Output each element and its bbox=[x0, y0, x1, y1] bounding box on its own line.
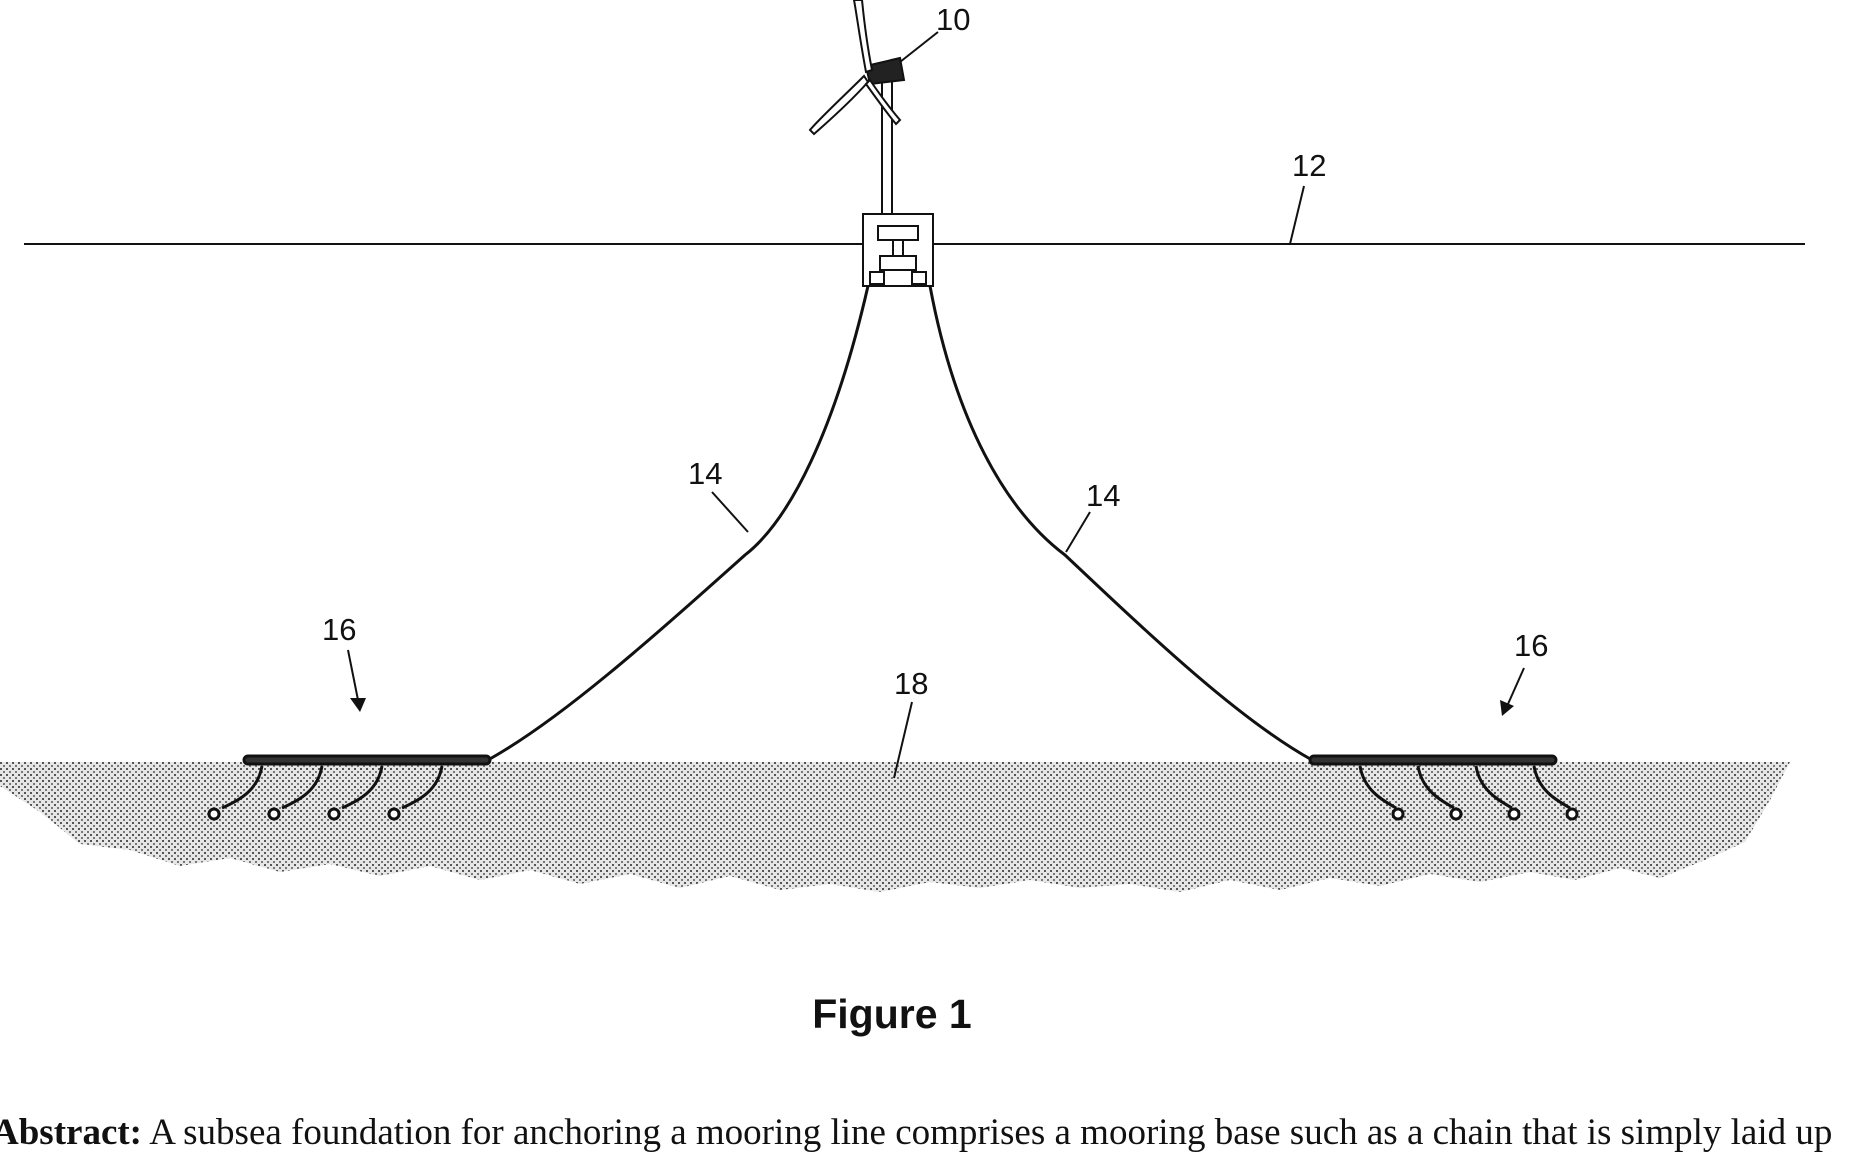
abstract-paragraph: Abstract: A subsea foundation for anchor… bbox=[0, 1111, 1872, 1155]
mooring-line-right bbox=[930, 286, 1312, 760]
label-mooring-base-right: 16 bbox=[1514, 628, 1548, 663]
abstract-text: A subsea foundation for anchoring a moor… bbox=[149, 1112, 1832, 1153]
label-mooring-base-left: 16 bbox=[322, 612, 356, 647]
figure-caption: Figure 1 bbox=[812, 991, 971, 1037]
label-mooring-line-right: 14 bbox=[1086, 478, 1120, 513]
wind-turbine bbox=[810, 0, 904, 214]
label-sea-surface: 12 bbox=[1292, 148, 1326, 183]
arrow-head-left-base bbox=[350, 698, 366, 712]
seabed bbox=[0, 762, 1790, 892]
label-mooring-line-left: 14 bbox=[688, 456, 722, 491]
arrow-head-right-base bbox=[1500, 700, 1514, 716]
label-turbine: 10 bbox=[936, 2, 970, 37]
abstract-label: Abstract: bbox=[0, 1112, 142, 1153]
mooring-line-left bbox=[488, 286, 868, 760]
label-seabed: 18 bbox=[894, 666, 928, 701]
floating-platform bbox=[863, 214, 933, 286]
leader-lines bbox=[348, 32, 1524, 778]
